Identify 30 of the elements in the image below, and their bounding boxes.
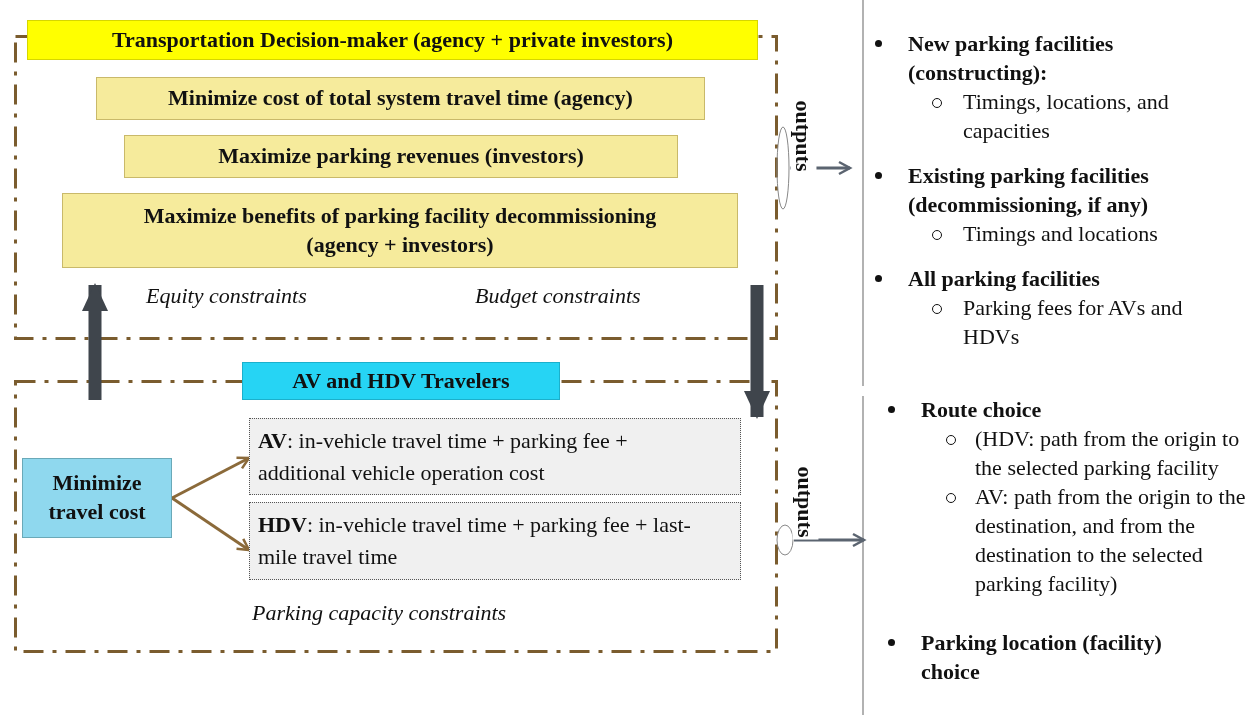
- objective-box: Maximize parking revenues (investors): [124, 135, 678, 178]
- constraint-note: Parking capacity constraints: [252, 600, 507, 626]
- cost-formula-box: AV: in-vehicle travel time + parking fee + additional vehicle operation cost: [249, 418, 741, 495]
- constraint-note: Equity constraints: [146, 283, 307, 309]
- output-heading: Route choice: [921, 396, 1043, 424]
- objective-box: Minimize travel cost: [22, 458, 172, 538]
- group-title: Transportation Decision-maker (agency + private investors): [27, 20, 758, 60]
- arrow: [794, 532, 866, 548]
- output-detail: (HDV: path from the origin to the selected parking facility: [975, 425, 1241, 482]
- ellipse-marker: [776, 524, 794, 556]
- output-heading: Existing parking facilities (decommissioning, if any): [908, 162, 1150, 219]
- output-detail: AV: path from the origin to the destination, and from the destination to the selected parking facility): [975, 483, 1247, 598]
- constraint-note: Budget constraints: [475, 283, 641, 309]
- output-detail: Timings, locations, and capacities: [963, 88, 1170, 145]
- edge-label: outputs: [789, 98, 816, 173]
- ellipse-marker: [776, 126, 790, 210]
- arrow: [171, 496, 251, 552]
- arrow: [744, 285, 770, 419]
- arrow: [171, 456, 251, 500]
- output-detail: Timings and locations: [963, 220, 1159, 248]
- cost-formula-box: HDV: in-vehicle travel time + parking fee + last-mile travel time: [249, 502, 741, 580]
- objective-box: Minimize cost of total system travel time (agency): [96, 77, 705, 120]
- output-heading: All parking facilities: [908, 265, 1101, 293]
- output-detail: Parking fees for AVs and HDVs: [963, 294, 1184, 351]
- edge-label: outputs: [791, 464, 818, 539]
- output-heading: New parking facilities (constructing):: [908, 30, 1115, 87]
- group-title: AV and HDV Travelers: [242, 362, 560, 400]
- output-heading: Parking location (facility) choice: [921, 629, 1163, 686]
- arrow: [82, 283, 108, 400]
- objective-box: Maximize benefits of parking facility decommissioning (agency + investors): [62, 193, 738, 268]
